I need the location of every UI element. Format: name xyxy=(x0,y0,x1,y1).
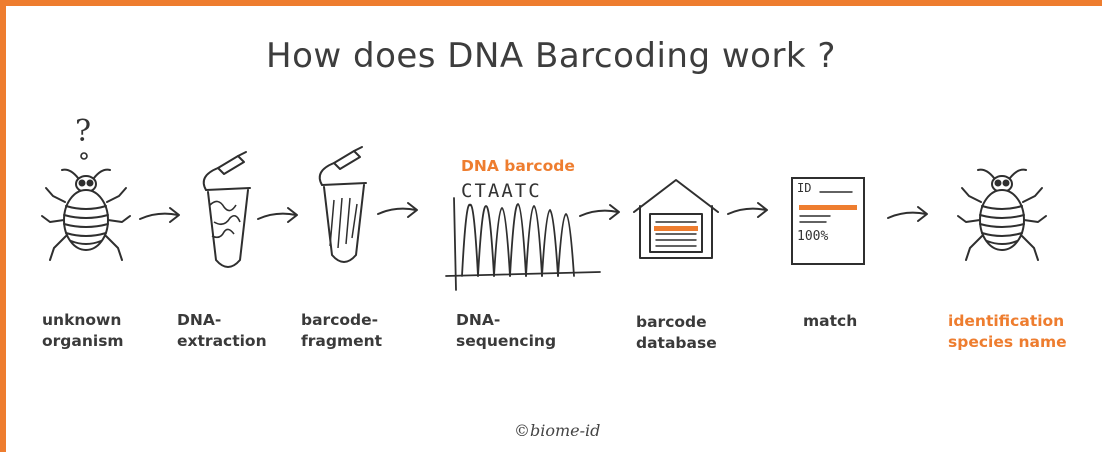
database-highlight-row xyxy=(654,226,698,231)
match-highlight-row xyxy=(799,205,857,210)
database-icon xyxy=(633,179,719,259)
arrow-icon xyxy=(139,207,180,223)
arrow-icon xyxy=(579,204,620,220)
sequence-text: CTAATC xyxy=(461,180,542,202)
step-label-dna-sequencing: DNA- sequencing xyxy=(456,311,557,350)
sequencer-icon xyxy=(445,197,601,291)
arrow-icon xyxy=(377,202,418,218)
test-tube-icon xyxy=(318,146,367,263)
arrow-icon xyxy=(887,206,928,222)
credit-text: ©biome-id xyxy=(514,421,601,440)
diagram-title: How does DNA Barcoding work ? xyxy=(266,36,836,76)
step-label-barcode-database: barcode database xyxy=(636,313,717,352)
match-id-text: ID xyxy=(797,181,812,195)
question-mark: ? xyxy=(75,114,92,149)
step-label-unknown-organism: unknown organism xyxy=(42,311,124,350)
thought-dot xyxy=(80,152,88,160)
dna-barcode-caption: DNA barcode xyxy=(461,157,575,175)
fragment-lines-icon xyxy=(329,197,358,249)
step-label-dna-extraction: DNA- extraction xyxy=(177,311,267,350)
dna-strands-icon xyxy=(209,200,241,239)
step-label-identification: identification species name xyxy=(948,312,1067,351)
step-label-match: match xyxy=(803,312,858,330)
match-percent: 100% xyxy=(797,229,829,244)
beetle-icon xyxy=(41,168,131,261)
beetle-icon xyxy=(957,168,1047,261)
step-label-barcode-fragment: barcode- fragment xyxy=(301,311,383,350)
arrow-icon xyxy=(727,202,768,218)
match-card-icon xyxy=(791,177,865,265)
arrow-icon xyxy=(257,207,298,223)
